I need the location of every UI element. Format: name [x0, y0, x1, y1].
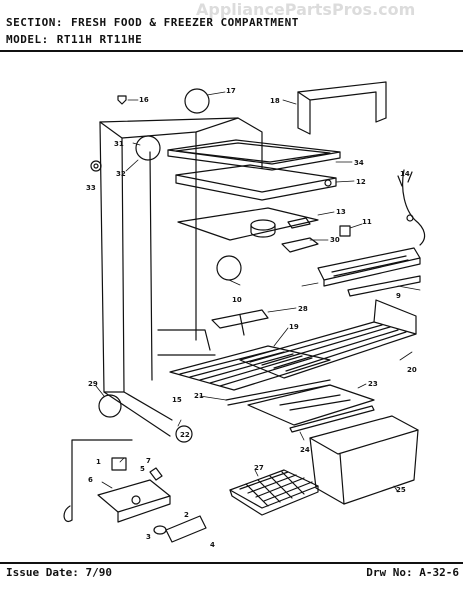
zoom-circles — [90, 88, 242, 443]
drawing-number: Drw No: A-32-6 — [366, 566, 459, 579]
callout-15: 15 — [172, 396, 182, 404]
callout-6: 6 — [88, 476, 93, 484]
hinge-detail — [63, 439, 207, 543]
model-header: MODEL: RT11H RT11HE — [6, 33, 142, 46]
screw — [117, 95, 127, 105]
callout-7: 7 — [146, 457, 151, 465]
ice-tray — [229, 469, 319, 516]
callout-16: 16 — [139, 96, 149, 104]
callout-32: 33 — [86, 184, 96, 192]
callout-2: 2 — [184, 511, 189, 519]
callout-22: 22 — [180, 431, 190, 439]
callout-19: 19 — [289, 323, 299, 331]
callout-14: 14 — [400, 170, 410, 178]
control-housing — [317, 247, 421, 287]
callout-13: 13 — [336, 208, 346, 216]
drawing-value: A-32-6 — [419, 566, 459, 579]
cabinet-liner — [99, 117, 263, 437]
callout-17: 17 — [226, 87, 236, 95]
callout-11: 11 — [362, 218, 372, 226]
section-value: FRESH FOOD & FREEZER COMPARTMENT — [70, 16, 299, 29]
footer-rule — [0, 562, 463, 564]
callout-28: 29 — [88, 380, 98, 388]
control-cover — [347, 275, 421, 297]
callout-29: 30 — [330, 236, 340, 244]
model-value: RT11H RT11HE — [56, 33, 143, 46]
wire-shelf-lower — [169, 345, 331, 391]
shelf-bar — [211, 309, 269, 329]
issue-value: 7/90 — [85, 566, 112, 579]
issue-date: Issue Date: 7/90 — [6, 566, 112, 579]
light-harness — [397, 169, 426, 246]
callout-3: 3 — [146, 533, 151, 541]
callout-12: 12 — [356, 178, 366, 186]
drawing-label: Drw No: — [366, 566, 413, 579]
trim-strip — [225, 379, 331, 406]
crisper-cover — [247, 384, 375, 426]
callout-31: 32 — [116, 170, 126, 178]
leader-lines — [95, 91, 421, 493]
callout-26: 27 — [254, 464, 264, 472]
frame-bracket — [297, 81, 387, 135]
crisper-drawer — [309, 415, 419, 505]
callout-23: 23 — [368, 380, 378, 388]
shelf-hanger — [239, 314, 245, 336]
callout-30: 31 — [114, 140, 124, 148]
section-label: SECTION: — [6, 16, 63, 29]
callout-5: 5 — [140, 465, 145, 473]
issue-label: Issue Date: — [6, 566, 79, 579]
callout-24: 24 — [300, 446, 310, 454]
freezer-shelf-frame — [167, 139, 341, 171]
divider-plate — [177, 207, 319, 241]
callout-10: 10 — [232, 296, 242, 304]
bracket — [281, 237, 319, 253]
callout-34: 34 — [354, 159, 364, 167]
callout-1: 1 — [96, 458, 101, 466]
wire-shelf-upper — [239, 299, 417, 379]
callout-labels: 16 17 18 31 32 33 34 12 14 13 11 30 10 9… — [86, 87, 417, 549]
connector — [339, 225, 351, 237]
callout-27: 28 — [298, 305, 308, 313]
callout-20: 20 — [407, 366, 417, 374]
callout-4: 4 — [210, 541, 215, 549]
callout-9: 9 — [396, 292, 401, 300]
section-header: SECTION: FRESH FOOD & FREEZER COMPARTMENT — [6, 16, 299, 29]
freezer-shelf — [175, 164, 337, 201]
support-strip — [289, 405, 375, 433]
header-rule — [0, 50, 463, 52]
watermark: AppliancePartsPros.com — [196, 0, 416, 19]
callout-21: 21 — [194, 392, 204, 400]
model-label: MODEL: — [6, 33, 49, 46]
callout-18: 18 — [270, 97, 280, 105]
callout-25: 25 — [396, 486, 406, 494]
